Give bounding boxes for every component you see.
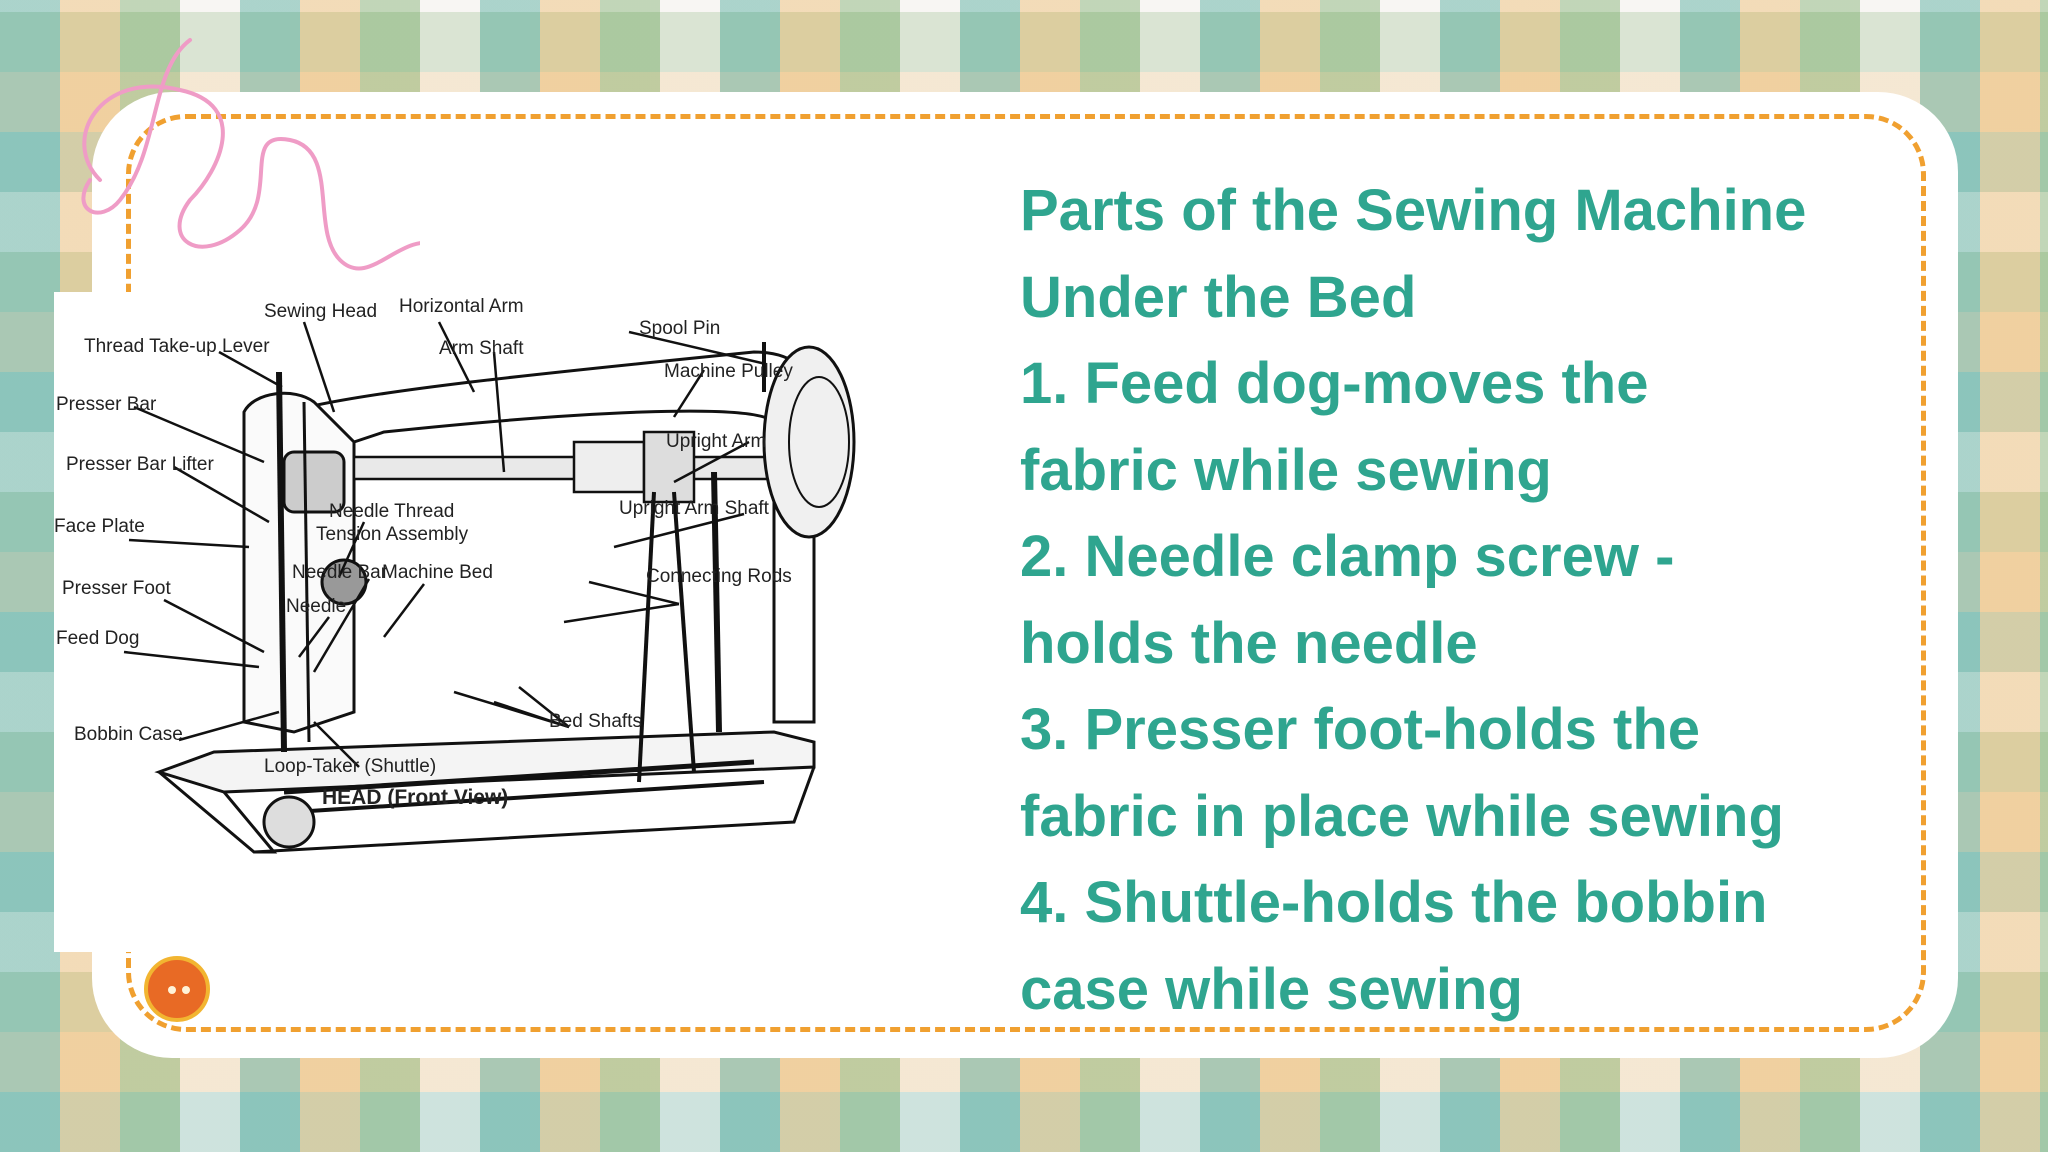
label-needle: Needle <box>286 596 346 617</box>
parts-line: case while sewing <box>1020 956 1523 1022</box>
label-presser-bar-lifter: Presser Bar Lifter <box>66 454 214 475</box>
diagram-caption: HEAD (Front View) <box>322 786 508 809</box>
slide-title-line1: Parts of the Sewing Machine <box>1020 178 1807 243</box>
sewing-machine-illustration: Sewing Head Horizontal Arm Spool Pin Thr… <box>54 296 856 854</box>
label-face-plate: Face Plate <box>54 516 145 537</box>
parts-line: 3. Presser foot-holds the <box>1020 697 1701 762</box>
sewing-button-icon <box>144 956 210 1022</box>
label-arm-shaft: Arm Shaft <box>439 338 524 359</box>
label-sewing-head: Sewing Head <box>264 301 377 322</box>
parts-line: 1. Feed dog-moves the <box>1020 351 1649 416</box>
label-machine-bed: Machine Bed <box>382 562 493 583</box>
parts-line: fabric while sewing <box>1020 437 1552 503</box>
label-horizontal-arm: Horizontal Arm <box>399 296 524 317</box>
label-presser-foot: Presser Foot <box>62 578 171 599</box>
label-needle-bar: Needle Bar <box>292 562 388 583</box>
label-needle-thread: Needle Thread <box>329 501 454 522</box>
label-feed-dog: Feed Dog <box>56 628 139 649</box>
label-presser-bar: Presser Bar <box>56 394 157 415</box>
label-upright-arm-shaft: Upright Arm Shaft <box>619 498 770 519</box>
label-machine-pulley: Machine Pulley <box>664 361 793 382</box>
label-upright-arm: Upright Arm <box>666 431 766 452</box>
label-loop-taker: Loop-Taker (Shuttle) <box>264 756 436 777</box>
parts-line: fabric in place while sewing <box>1020 783 1784 849</box>
label-spool-pin: Spool Pin <box>639 318 720 339</box>
label-tension-assembly: Tension Assembly <box>316 524 469 545</box>
parts-line: holds the needle <box>1020 610 1478 676</box>
slide-title-line2: Under the Bed <box>1020 264 1417 330</box>
sewing-machine-diagram: Sewing Head Horizontal Arm Spool Pin Thr… <box>54 292 1014 952</box>
parts-description: Parts of the Sewing Machine Under the Be… <box>1020 168 1920 1033</box>
label-connecting-rods: Connecting Rods <box>646 566 792 587</box>
parts-line: 2. Needle clamp screw - <box>1020 524 1675 589</box>
parts-line: 4. Shuttle-holds the bobbin <box>1020 870 1768 935</box>
label-bobbin-case: Bobbin Case <box>74 724 183 745</box>
label-thread-takeup-lever: Thread Take-up Lever <box>84 336 270 357</box>
label-bed-shafts: Bed Shafts <box>549 711 642 732</box>
thread-squiggle-icon <box>81 38 420 271</box>
